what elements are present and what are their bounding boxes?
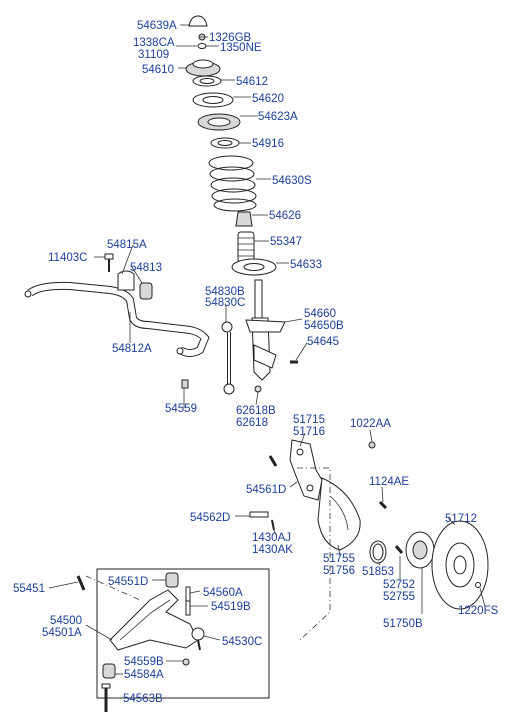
bump-stopper — [235, 211, 253, 227]
lower-arm-box — [96, 568, 270, 699]
label-54623a: 54623A — [258, 111, 298, 123]
label-1124ae: 1124AE — [369, 476, 409, 488]
label-31109: 31109 — [138, 49, 169, 61]
bushing — [165, 572, 179, 588]
piston-rod — [254, 279, 263, 321]
strut-assembly — [245, 279, 298, 393]
label-54650b: 54650B — [304, 320, 344, 332]
coil-spring — [208, 155, 257, 212]
label-54812a: 54812A — [112, 343, 152, 355]
leader-lines — [48, 24, 486, 699]
strut-top-stack — [185, 15, 277, 276]
assembly-line — [85, 575, 141, 601]
label-54660: 54660 — [304, 308, 336, 320]
label-54584a: 54584A — [124, 669, 164, 681]
label-54813: 54813 — [130, 262, 162, 274]
label-54612: 54612 — [236, 76, 268, 88]
label-54559b: 54559B — [124, 656, 164, 668]
steering-knuckle — [249, 439, 323, 531]
assembly-line — [297, 467, 331, 641]
washer — [197, 43, 207, 49]
strut-bracket — [245, 319, 286, 333]
label-54830c: 54830C — [205, 297, 245, 309]
label-54500: 54500 — [50, 615, 82, 627]
label-54610: 54610 — [142, 64, 174, 76]
nut — [181, 379, 189, 389]
label-51715: 51715 — [293, 414, 325, 426]
label-54530c: 54530C — [222, 636, 262, 648]
hub-and-disc — [369, 520, 489, 610]
label-62618: 62618 — [236, 417, 268, 429]
label-54563b: 54563B — [123, 693, 163, 705]
insulator-boss — [192, 59, 214, 69]
label-52752: 52752 — [383, 579, 415, 591]
label-54551d: 54551D — [108, 576, 148, 588]
label-54562d: 54562D — [190, 512, 230, 524]
label-51750b: 51750B — [383, 618, 423, 630]
label-54519b: 54519B — [211, 601, 251, 613]
label-51716: 51716 — [293, 426, 325, 438]
dust-cap — [188, 15, 208, 27]
label-1338ca: 1338CA — [133, 37, 175, 49]
knuckle-bracket — [253, 344, 277, 369]
label-1430aj: 1430AJ — [252, 532, 291, 544]
label-1326gb: 1326GB — [209, 32, 252, 44]
nut — [254, 385, 262, 393]
label-54626: 54626 — [269, 210, 301, 222]
ball-joint — [191, 627, 205, 641]
brake-dust-cover — [317, 441, 388, 551]
label-1350ne: 1350NE — [220, 42, 262, 54]
label-52755: 52755 — [383, 591, 415, 603]
label-51853: 51853 — [362, 566, 394, 578]
label-54630s: 54630S — [272, 175, 312, 187]
label-62618b: 62618B — [236, 405, 276, 417]
bushing — [102, 663, 116, 679]
label-54645: 54645 — [307, 336, 339, 348]
part-labels: 54639A 1326GB 1338CA 31109 1350NE 54610 … — [13, 20, 499, 705]
stabilizer-bar — [24, 253, 210, 389]
label-54561d: 54561D — [246, 484, 286, 496]
label-1022aa: 1022AA — [350, 418, 391, 430]
label-54560a: 54560A — [203, 587, 243, 599]
label-11403c: 11403C — [48, 252, 87, 264]
label-54633: 54633 — [290, 259, 322, 271]
label-1430ak: 1430AK — [252, 544, 293, 556]
label-55451: 55451 — [13, 583, 45, 595]
stabilizer-bushing — [139, 282, 153, 300]
label-54501a: 54501A — [42, 627, 82, 639]
label-54815a: 54815A — [107, 239, 147, 251]
label-51755: 51755 — [323, 553, 355, 565]
lower-arm-group — [76, 568, 270, 712]
label-55347: 55347 — [270, 236, 302, 248]
label-54830b: 54830B — [205, 286, 245, 298]
label-54916: 54916 — [252, 138, 284, 150]
dust-cover — [237, 231, 255, 263]
label-51756: 51756 — [323, 565, 355, 577]
label-54639a: 54639A — [137, 20, 177, 32]
stabilizer-link — [221, 321, 235, 395]
stabilizer-bracket — [117, 270, 135, 291]
label-54559: 54559 — [165, 403, 197, 415]
label-1220fs: 1220FS — [458, 605, 499, 617]
label-54620: 54620 — [252, 93, 284, 105]
lower-arm — [109, 589, 199, 651]
label-51712: 51712 — [445, 513, 477, 525]
